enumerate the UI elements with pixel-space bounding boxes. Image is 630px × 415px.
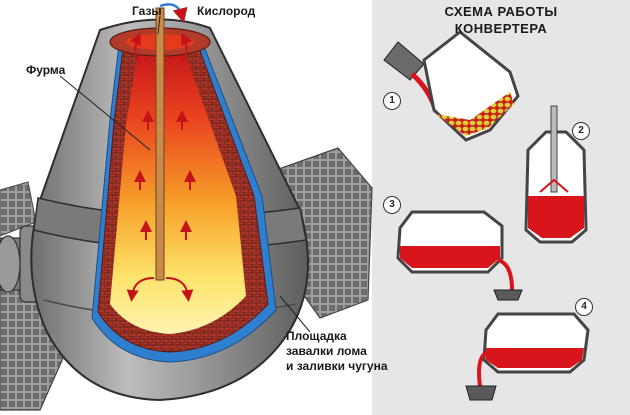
label-oxygen: Кислород — [197, 4, 256, 18]
schema-title-line-1: СХЕМА РАБОТЫ — [444, 4, 558, 19]
schema-title-line-2: КОНВЕРТЕРА — [454, 21, 548, 36]
schema-title: СХЕМА РАБОТЫ КОНВЕРТЕРА — [372, 3, 630, 37]
step-marker-4: 4 — [575, 298, 593, 316]
label-platform-line-2: завалки лома — [286, 344, 367, 358]
gas-flow-arrows — [126, 32, 196, 302]
step-marker-1: 1 — [383, 92, 401, 110]
oxygen-lance — [155, 7, 165, 281]
label-gases: Газы — [132, 4, 162, 18]
label-charging-platform: Площадка завалки лома и заливки чугуна — [286, 329, 388, 374]
schema-step-2 — [524, 105, 588, 244]
label-platform-line-3: и заливки чугуна — [286, 359, 388, 373]
schema-step-4 — [465, 312, 590, 401]
label-lance: Фурма — [26, 63, 66, 77]
step-marker-2: 2 — [572, 122, 590, 140]
label-platform-line-1: Площадка — [286, 329, 347, 343]
schema-step-3 — [396, 210, 523, 301]
schema-step-1 — [383, 30, 520, 142]
step-marker-3: 3 — [383, 196, 401, 214]
